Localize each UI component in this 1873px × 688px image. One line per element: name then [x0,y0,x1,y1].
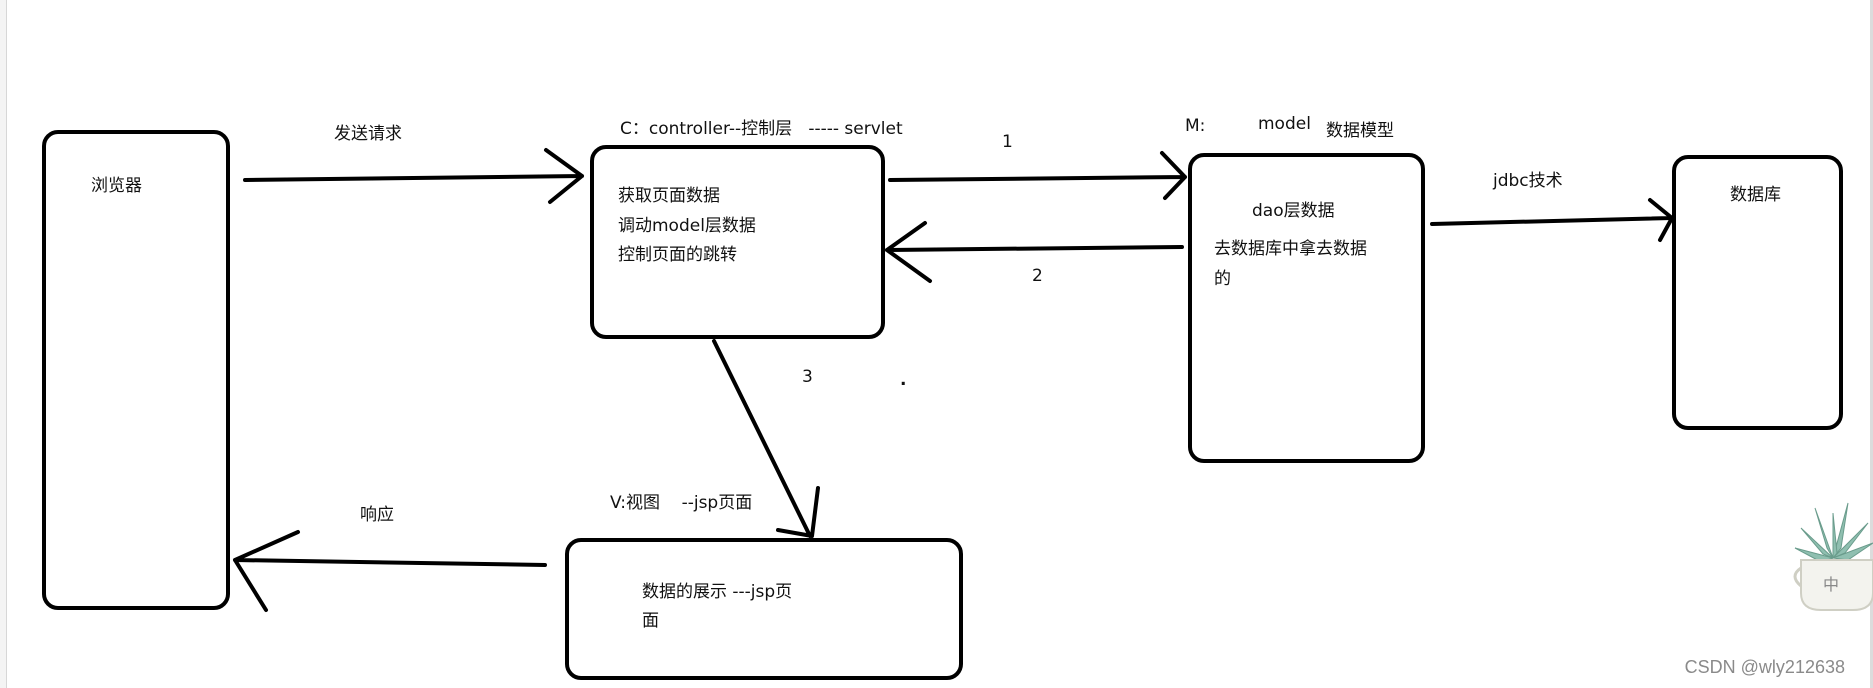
arrow-1 [890,153,1185,198]
pot-text: 中 [1823,575,1839,594]
request-arrow [245,150,582,202]
plant-icon: 中 [1793,498,1873,618]
response-label: 响应 [360,500,394,525]
controller-title: C：controller--控制层 ----- servlet [620,114,903,139]
arrow-2-label: 2 [1032,266,1043,286]
model-desc-label: 数据模型 [1326,116,1394,141]
stray-dot: . [900,370,906,390]
model-m-label: M: [1185,116,1205,136]
arrow-3-label: 3 [802,367,813,387]
jdbc-arrow [1432,200,1672,240]
arrow-1-label: 1 [1002,132,1013,152]
model-model-label: model [1258,114,1311,134]
response-arrow [235,532,545,610]
watermark: CSDN @wly212638 [1685,657,1845,678]
send-request-label: 发送请求 [334,119,402,144]
view-title: V:视图 --jsp页面 [610,488,752,513]
jdbc-label: jdbc技术 [1493,166,1563,191]
